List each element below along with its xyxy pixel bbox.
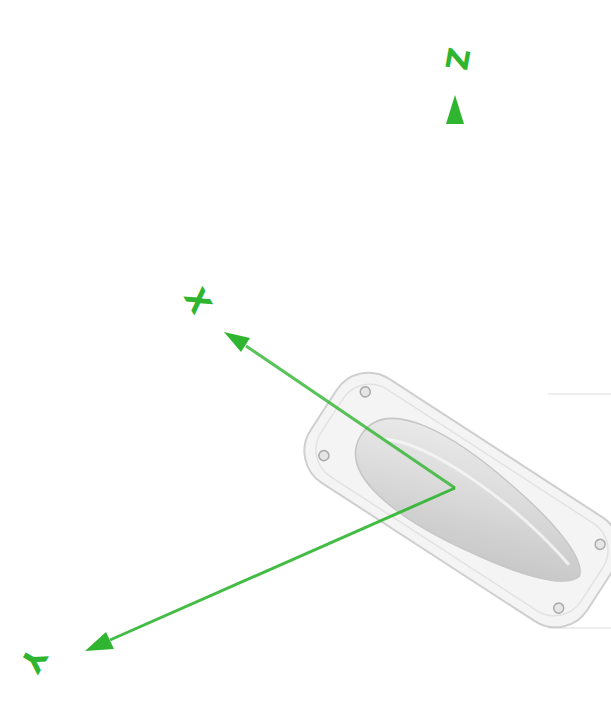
z-axis bbox=[454, 118, 457, 488]
axes bbox=[85, 95, 464, 651]
axis-label: Z bbox=[440, 46, 473, 73]
x-axis bbox=[246, 346, 455, 488]
guide-line bbox=[548, 394, 611, 395]
arrowhead bbox=[85, 632, 114, 651]
axis-label: X bbox=[179, 283, 217, 318]
axis-label: Y bbox=[14, 643, 51, 677]
arrowhead bbox=[224, 332, 250, 352]
antenna-device bbox=[290, 358, 611, 642]
arrowhead bbox=[446, 95, 464, 124]
y-axis bbox=[110, 488, 455, 640]
